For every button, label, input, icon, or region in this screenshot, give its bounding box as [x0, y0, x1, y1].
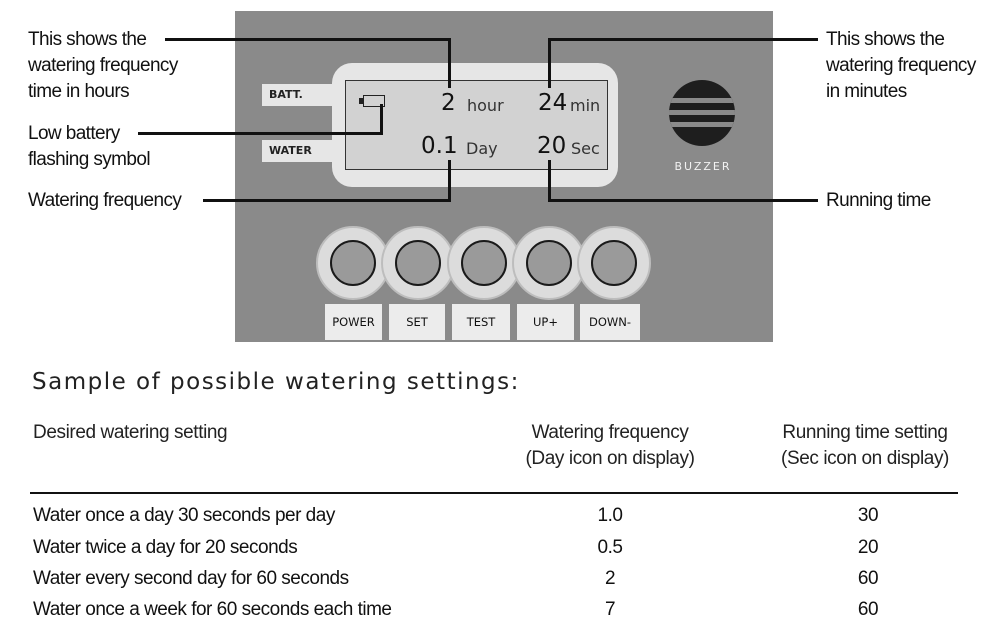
row-setting: Water twice a day for 20 seconds [33, 537, 298, 558]
test-button[interactable] [447, 226, 521, 300]
leader-minutes-v [548, 38, 551, 88]
row-frequency: 2 [604, 568, 616, 589]
battery-icon-tip [359, 98, 363, 104]
day-unit: Day [466, 139, 498, 158]
buzzer-label: BUZZER [674, 160, 732, 173]
leader-running-v [548, 160, 551, 202]
leader-frequency-h [203, 199, 451, 202]
down-button-label: DOWN- [580, 304, 640, 340]
row-frequency: 1.0 [597, 505, 623, 526]
up-button[interactable] [512, 226, 586, 300]
down-button[interactable] [577, 226, 651, 300]
battery-icon [363, 95, 385, 107]
table-title: Sample of possible watering settings: [32, 369, 520, 395]
lcd-display [345, 80, 608, 170]
row-frequency: 7 [604, 599, 616, 620]
leader-battery-v [380, 104, 383, 135]
test-button-label: TEST [452, 304, 510, 340]
leader-battery-h [138, 132, 383, 135]
annotation-battery: Low battery flashing symbol [28, 123, 151, 170]
row-setting: Water once a week for 60 seconds each ti… [33, 599, 392, 620]
annotation-running: Running time [826, 190, 931, 211]
row-running: 60 [857, 568, 879, 589]
power-button[interactable] [316, 226, 390, 300]
buzzer-icon [669, 80, 735, 146]
leader-running-h [548, 199, 818, 202]
leader-minutes-h [548, 38, 818, 41]
hour-value: 2 [441, 90, 456, 116]
water-tag: WATER [262, 140, 334, 162]
day-value: 0.1 [421, 133, 458, 159]
annotation-minutes: This shows the watering frequency in min… [826, 29, 976, 102]
header-frequency: Watering frequency (Day icon on display) [525, 422, 695, 469]
min-value: 24 [538, 90, 568, 116]
row-setting: Water every second day for 60 seconds [33, 568, 349, 589]
header-running: Running time setting (Sec icon on displa… [781, 422, 949, 469]
leader-frequency-v [448, 160, 451, 202]
row-running: 20 [857, 537, 879, 558]
set-button-label: SET [389, 304, 445, 340]
annotation-frequency: Watering frequency [28, 190, 182, 211]
set-button[interactable] [381, 226, 455, 300]
min-unit: min [570, 96, 601, 115]
header-setting: Desired watering setting [33, 422, 228, 443]
row-running: 30 [857, 505, 879, 526]
sec-value: 20 [537, 133, 567, 159]
leader-hours-v [448, 38, 451, 88]
annotation-hours: This shows the watering frequency time i… [28, 29, 178, 102]
row-setting: Water once a day 30 seconds per day [33, 505, 335, 526]
hour-unit: hour [467, 96, 504, 115]
up-button-label: UP+ [517, 304, 574, 340]
table-header-rule [30, 492, 958, 494]
power-button-label: POWER [325, 304, 382, 340]
row-frequency: 0.5 [597, 537, 623, 558]
batt-tag: BATT. [262, 84, 334, 106]
leader-hours-h [165, 38, 450, 41]
row-running: 60 [857, 599, 879, 620]
sec-unit: Sec [571, 139, 600, 158]
